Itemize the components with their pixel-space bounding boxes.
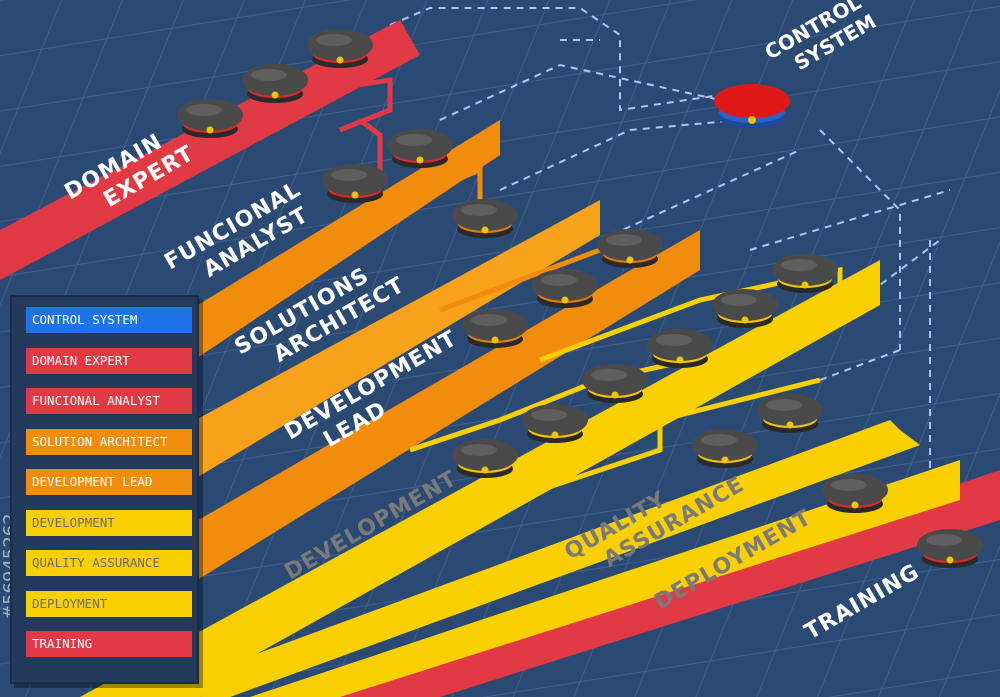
cap-icon [177,99,243,138]
cap-icon [597,229,663,268]
cap-icon [462,309,528,348]
legend-item: DEVELOPMENT LEAD [26,469,192,495]
band-quality-assurance [140,420,910,697]
cap-icon [822,474,888,513]
legend-item: QUALITY ASSURANCE [26,550,192,576]
legend-item: SOLUTION ARCHITECT [26,428,192,455]
cap-icon [322,164,388,203]
cap-icon [917,529,983,568]
legend-item: TRAINING [26,631,192,657]
legend-item: DEVELOPMENT [26,509,192,536]
legend-item: CONTROL SYSTEM [26,307,192,333]
band-domain-expert [0,20,420,280]
legend-item: DEPLOYMENT [26,590,192,617]
control-system-node [714,84,790,128]
band-development-lead [60,230,700,640]
cap-icon [307,29,373,68]
cap-icon [582,364,648,403]
cap-icon [242,64,308,103]
cap-icon [757,394,823,433]
cap-icon [647,329,713,368]
band-development [80,260,880,697]
legend-item: FUNCIONAL ANALYST [26,388,192,414]
legend: CONTROL SYSTEM DOMAIN EXPERT FUNCIONAL ANA… [10,295,199,684]
caps [177,29,983,568]
cap-icon [452,199,518,238]
cap-icon [692,429,758,468]
cap-icon [387,129,453,168]
legend-item: DOMAIN EXPERT [26,347,192,374]
cap-icon [772,254,838,293]
cap-icon [452,439,518,478]
cap-icon [532,269,598,308]
cap-icon [712,289,778,328]
cap-icon [522,404,588,443]
